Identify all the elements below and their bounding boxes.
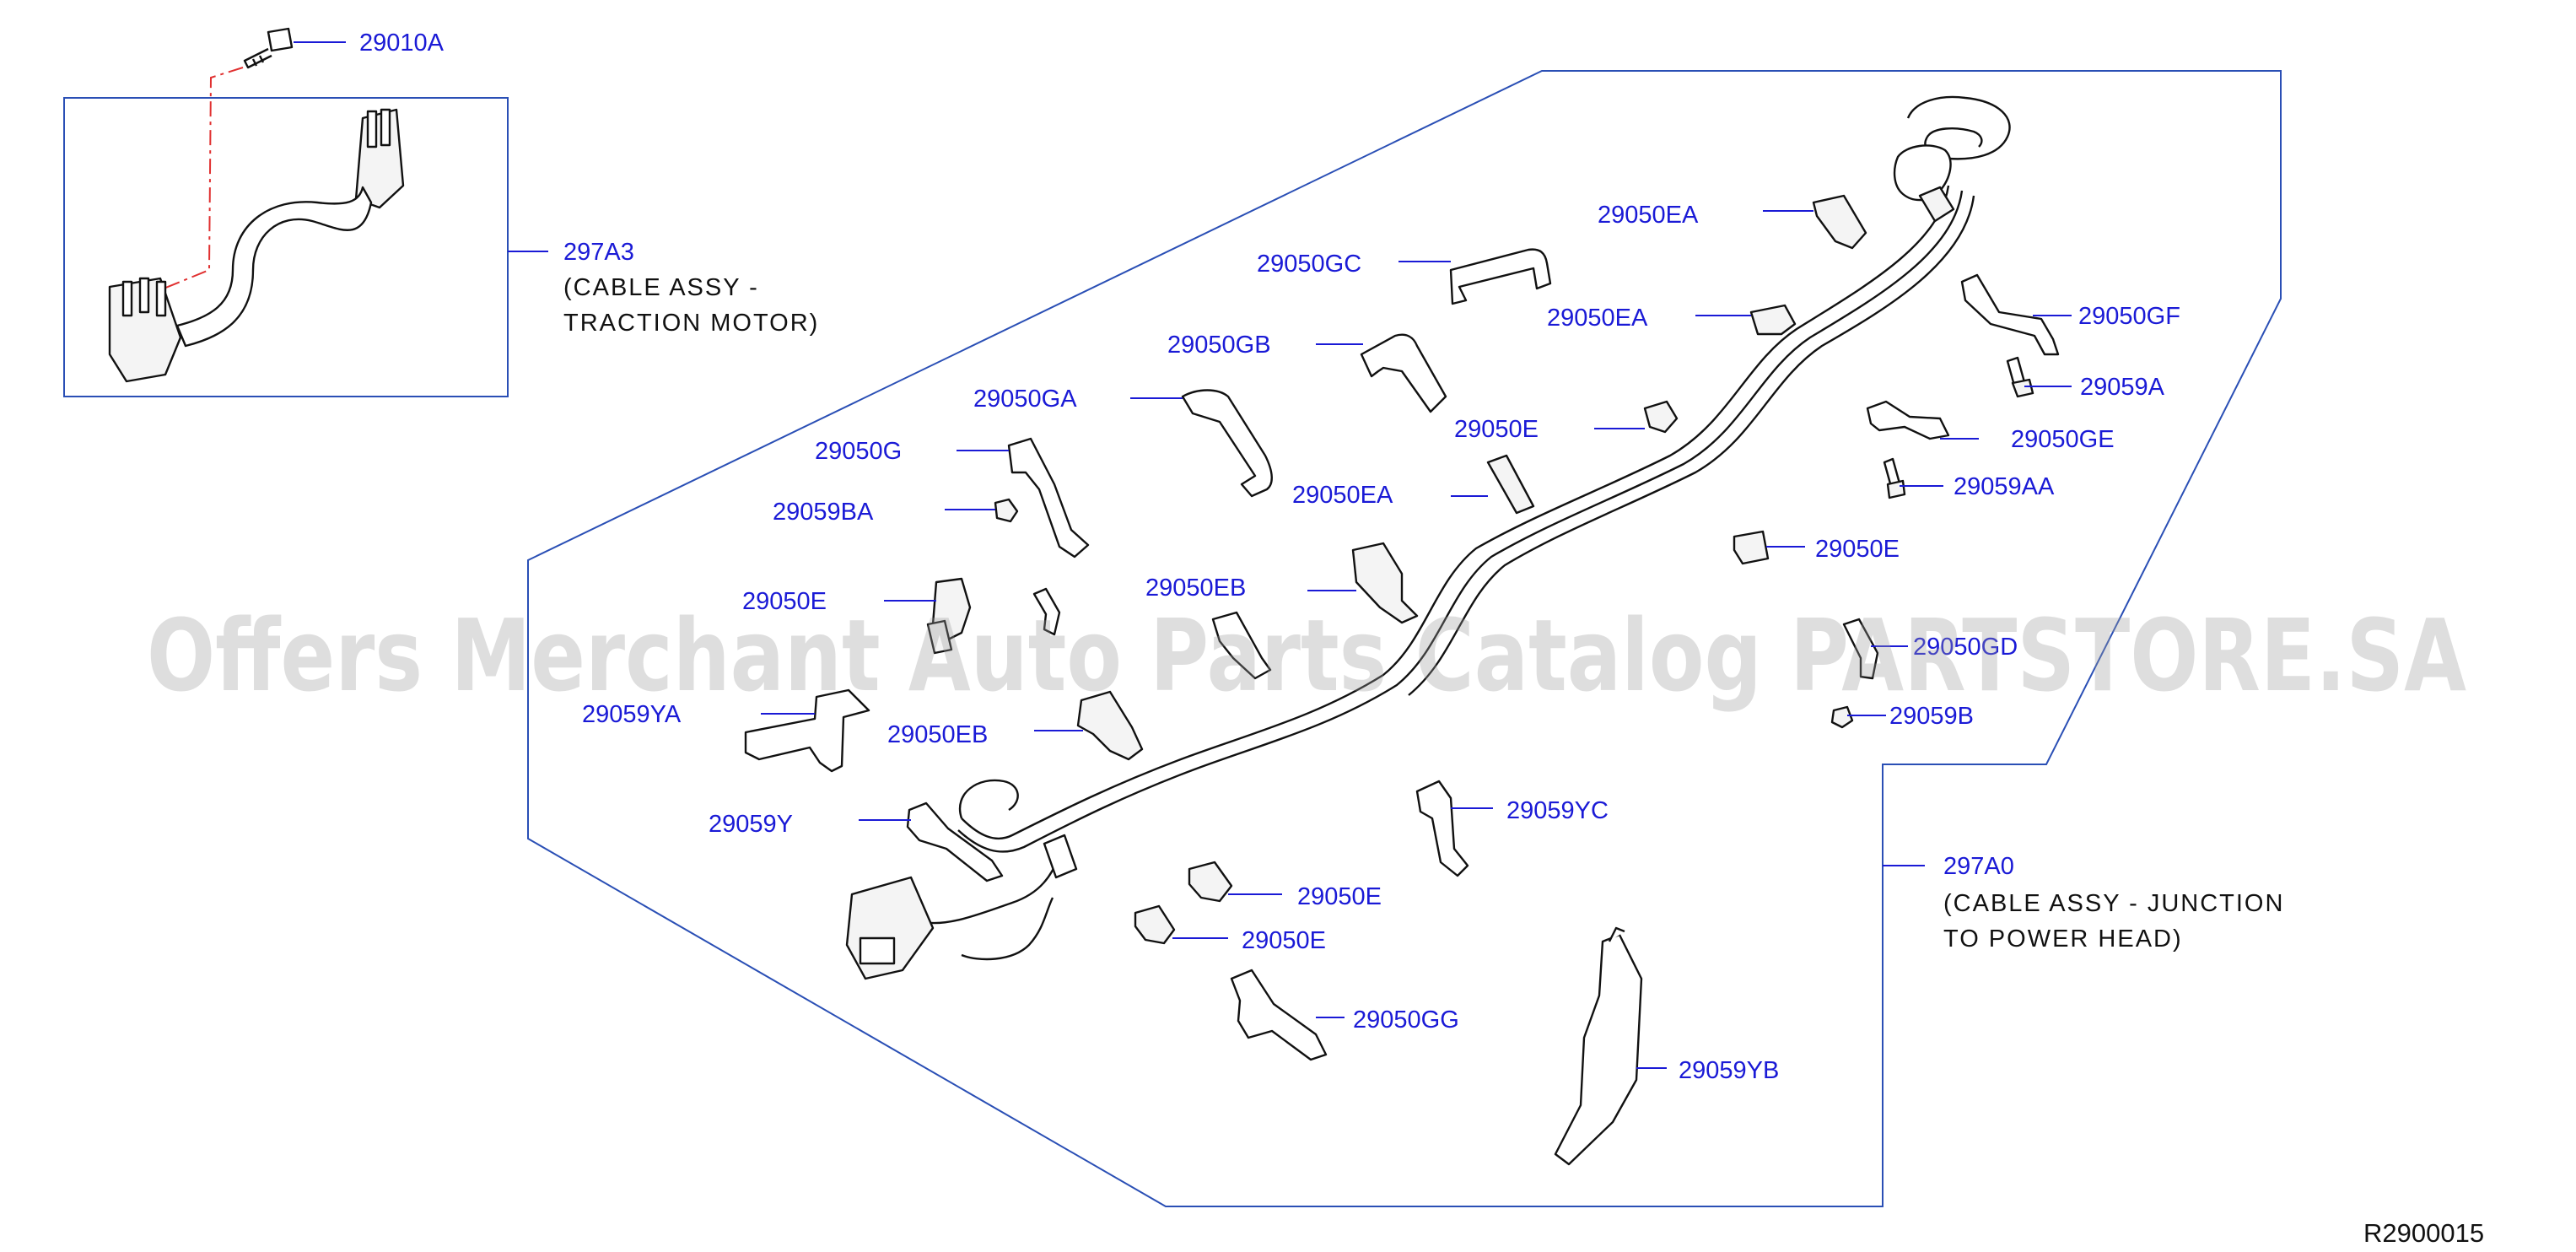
callout-29050e-4[interactable]: 29050E: [1297, 883, 1382, 910]
bracket-29050gf-icon: [1960, 273, 2060, 356]
nut-29059b-icon: [1830, 705, 1854, 729]
clip-29050ea-left-icon: [926, 619, 953, 655]
callout-29050gd[interactable]: 29050GD: [1913, 634, 2018, 661]
watermark-text: Offers Merchant Auto Parts Catalog PARTS…: [147, 597, 2466, 714]
callout-29059yb[interactable]: 29059YB: [1679, 1057, 1779, 1084]
callout-29050ea-3[interactable]: 29050EA: [1292, 482, 1393, 509]
bracket-29050ga-icon: [1181, 389, 1273, 498]
bracket-29050eb-upper-icon: [1351, 542, 1419, 624]
bracket-29050g-icon: [1007, 437, 1090, 559]
traction-motor-cable-icon: [108, 108, 405, 383]
callout-29050gg[interactable]: 29050GG: [1353, 1006, 1459, 1033]
callout-29050ea-2[interactable]: 29050EA: [1547, 305, 1648, 332]
clip-29050ea-small-icon: [1486, 454, 1535, 515]
callout-29059b[interactable]: 29059B: [1889, 703, 1974, 730]
callout-29050e-1[interactable]: 29050E: [1454, 416, 1539, 443]
callout-29050e-3[interactable]: 29050E: [742, 588, 827, 615]
bracket-29050gd-icon: [1842, 618, 1879, 680]
bracket-29050eb-lower-icon: [1076, 690, 1144, 761]
traction-motor-desc-1: (CABLE ASSY -: [563, 274, 759, 301]
callout-29050ea-1[interactable]: 29050EA: [1598, 202, 1699, 229]
junction-desc-1: (CABLE ASSY - JUNCTION: [1943, 890, 2284, 917]
callout-29059y[interactable]: 29059Y: [709, 811, 793, 838]
bracket-29050gc-icon: [1449, 248, 1552, 305]
bracket-29059y-icon: [906, 801, 1004, 882]
bracket-29050ea-top-icon: [1812, 194, 1867, 250]
callout-29059ba[interactable]: 29059BA: [773, 499, 874, 526]
junction-desc-2: TO POWER HEAD): [1943, 926, 2183, 952]
clip-29050e-lower2-icon: [1134, 904, 1176, 945]
callout-29050eb-2[interactable]: 29050EB: [887, 721, 988, 748]
callout-29059a[interactable]: 29059A: [2080, 374, 2165, 401]
clip-29050ha-icon: [1211, 611, 1272, 680]
bracket-29059yc-icon: [1415, 780, 1469, 877]
callout-29050gf[interactable]: 29050GF: [2078, 303, 2180, 330]
callout-29059ya[interactable]: 29059YA: [582, 701, 682, 728]
callout-29050e-5[interactable]: 29050E: [1242, 927, 1326, 954]
leader-lines: [761, 210, 2072, 1069]
bolt-29010a-icon: [243, 27, 294, 69]
diagram-code: R2900015: [2363, 1218, 2484, 1248]
part-297a0-label[interactable]: 297A0: [1943, 853, 2014, 880]
callout-29050gc[interactable]: 29050GC: [1257, 251, 1361, 278]
part-29010a-label[interactable]: 29010A: [359, 30, 445, 57]
bracket-29050ge-icon: [1866, 400, 1950, 440]
callout-29050e-2[interactable]: 29050E: [1815, 536, 1900, 563]
bracket-29050gb-icon: [1360, 333, 1447, 413]
clip-small-left-icon: [1032, 587, 1061, 636]
bolt-29059a-icon: [2006, 356, 2034, 398]
bracket-29050gg-icon: [1230, 969, 1328, 1061]
clip-29050e-lower1-icon: [1188, 861, 1233, 903]
main-harness-icon: [845, 95, 2011, 980]
junction-cable-frame: [527, 70, 2282, 1207]
bracket-29059ya-icon: [744, 688, 870, 773]
callout-29059yc[interactable]: 29059YC: [1506, 797, 1609, 824]
callout-29050ga[interactable]: 29050GA: [973, 386, 1077, 413]
clip-29050e-round-icon: [1643, 400, 1679, 434]
clip-29050ea-mid-icon: [1749, 304, 1797, 336]
traction-motor-desc-2: TRACTION MOTOR): [563, 310, 819, 337]
bracket-29059yb-icon: [1554, 926, 1643, 1166]
callout-29050g[interactable]: 29050G: [815, 438, 902, 465]
bolt-axis-line: [126, 67, 244, 305]
nut-29059ba-icon: [994, 498, 1019, 523]
callout-29050ge[interactable]: 29050GE: [2011, 426, 2115, 453]
bolt-29059aa-icon: [1883, 457, 1906, 499]
callout-29059aa[interactable]: 29059AA: [1954, 473, 2055, 500]
clip-29050e-right-icon: [1733, 530, 1770, 565]
part-297a3-label[interactable]: 297A3: [563, 239, 634, 266]
callout-29050eb-1[interactable]: 29050EB: [1145, 575, 1246, 602]
callout-29050gb[interactable]: 29050GB: [1167, 332, 1271, 359]
traction-motor-cable-frame: [63, 97, 509, 397]
